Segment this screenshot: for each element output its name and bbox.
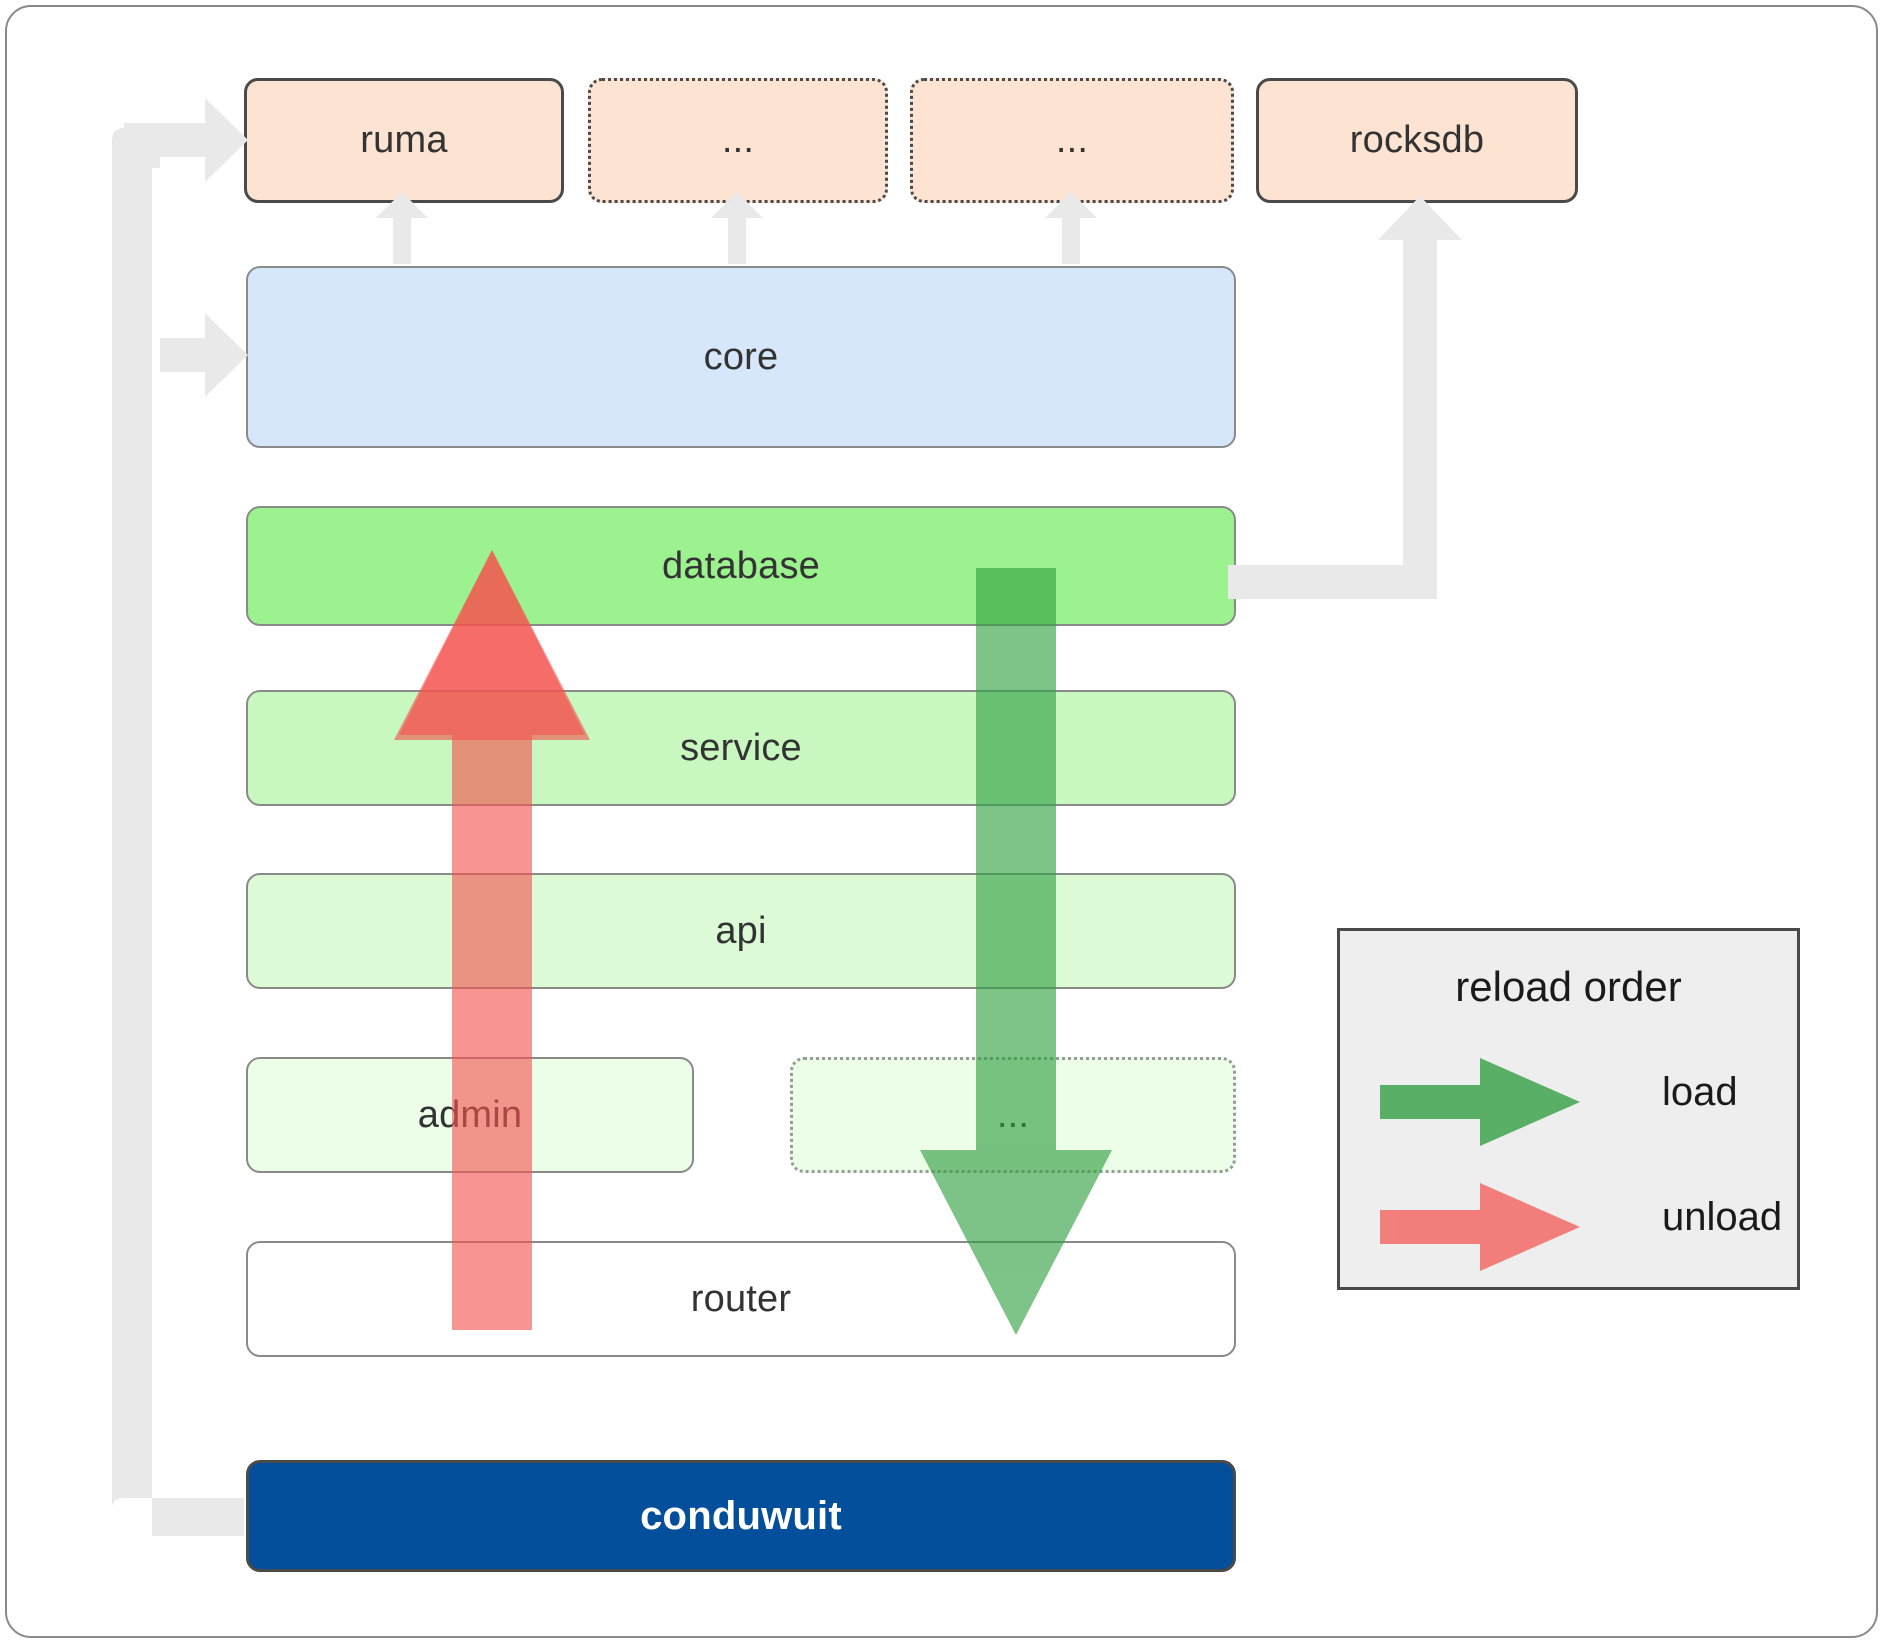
node-label-service: service xyxy=(680,726,802,769)
node-router[interactable]: router xyxy=(246,1241,1236,1357)
node-dep-ellipsis-2[interactable]: ... xyxy=(910,78,1234,203)
node-label-api: api xyxy=(715,909,767,952)
node-service[interactable]: service xyxy=(246,690,1236,806)
node-dep-ellipsis-1[interactable]: ... xyxy=(588,78,888,203)
node-conduwuit[interactable]: conduwuit xyxy=(246,1460,1236,1572)
diagram-frame xyxy=(5,5,1878,1638)
node-rocksdb[interactable]: rocksdb xyxy=(1256,78,1578,203)
unload-arrow-icon xyxy=(1380,1183,1580,1271)
node-label-dep-ellipsis-2: ... xyxy=(1055,119,1089,161)
legend-row-load: load xyxy=(1340,1056,1797,1148)
node-label-database: database xyxy=(662,544,820,587)
legend-panel: reload order load unload xyxy=(1337,928,1800,1290)
load-arrow-icon xyxy=(1380,1058,1580,1146)
node-ruma[interactable]: ruma xyxy=(244,78,564,203)
node-label-leaf-ellipsis: ... xyxy=(996,1093,1030,1136)
legend-title: reload order xyxy=(1455,963,1682,1010)
node-api[interactable]: api xyxy=(246,873,1236,989)
node-core[interactable]: core xyxy=(246,266,1236,448)
node-admin[interactable]: admin xyxy=(246,1057,694,1173)
legend-label-load: load xyxy=(1662,1070,1738,1114)
node-label-router: router xyxy=(690,1277,792,1320)
node-leaf-ellipsis[interactable]: ... xyxy=(790,1057,1236,1173)
node-label-dep-ellipsis-1: ... xyxy=(721,119,755,161)
node-label-ruma: ruma xyxy=(360,119,448,161)
node-label-admin: admin xyxy=(417,1093,523,1136)
legend-label-unload: unload xyxy=(1662,1195,1783,1239)
node-label-conduwuit: conduwuit xyxy=(640,1493,842,1538)
node-database[interactable]: database xyxy=(246,506,1236,626)
node-label-core: core xyxy=(703,335,779,378)
legend-row-unload: unload xyxy=(1340,1181,1797,1273)
node-label-rocksdb: rocksdb xyxy=(1349,119,1485,161)
